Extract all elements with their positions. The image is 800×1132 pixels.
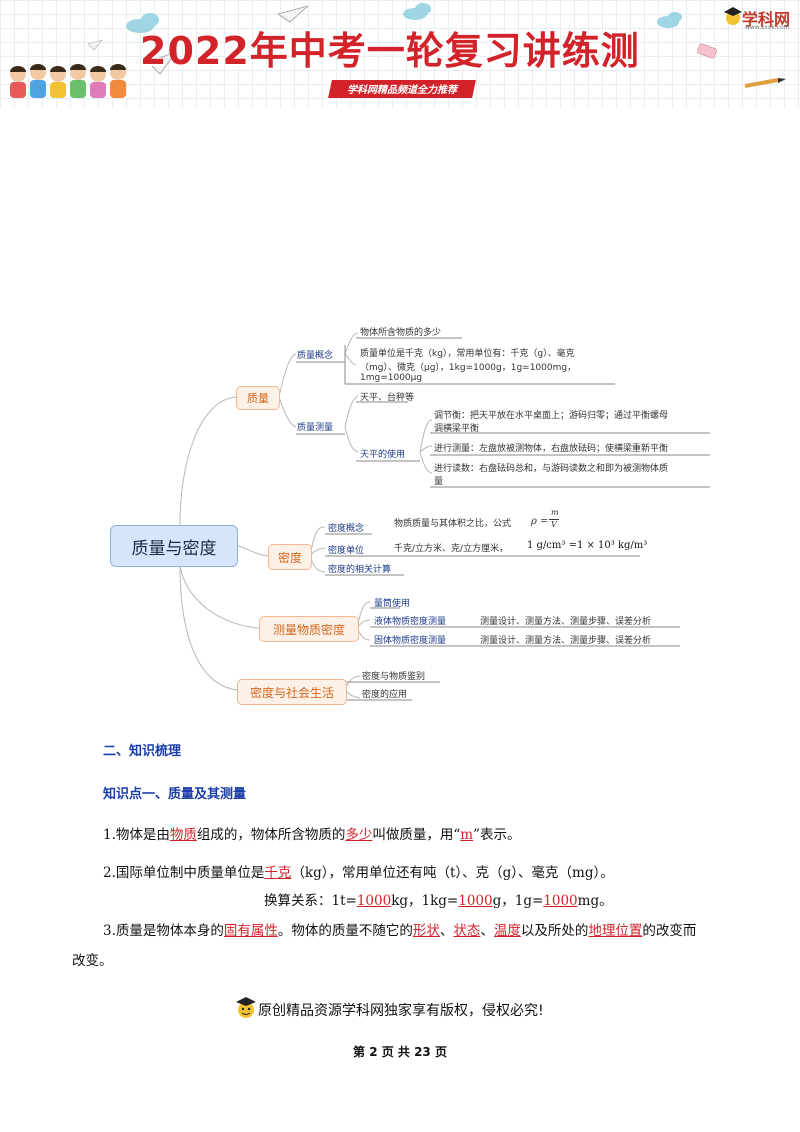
balance-use-2: 进行测量：左盘放被测物体，右盘放砝码；使横梁重新平衡 [434,444,669,454]
balance-use-1a: 调节衡：把天平放在水平桌面上；游码归零；通过平衡螺母 [434,411,669,421]
density-concept: 物质质量与其体积之比，公式 [394,519,512,529]
p4-text-a: 3.质量是物体本身的 [103,923,224,939]
density-formula-numerator: m [551,508,559,517]
balance-use-3b: 量 [434,477,444,487]
mass-concept-1: 物体所含物质的多少 [360,328,442,338]
p3-text-g: mg。 [577,893,613,909]
p4-answer-temperature: 温度 [493,923,521,939]
paragraph-3-continued: 改变。 [72,953,113,969]
p3-answer-1: 1000 [356,893,392,909]
p3-text-c: kg，1kg= [391,893,459,909]
density-calc-label: 密度的相关计算 [328,565,392,575]
paragraph-conversion: 换算关系：1t=1000kg，1kg=1000g，1g=1000mg。 [264,889,613,909]
density-units: 千克/立方米、克/立方厘米， [394,544,509,554]
mindmap-node-mass: 质量 [236,386,280,410]
p4-text-c: 。物体的质量不随它的 [277,923,413,939]
section-heading: 二、知识梳理 [103,744,182,759]
paragraph-3: 3.质量是物体本身的固有属性。物体的质量不随它的形状、状态、温度以及所处的地理位… [103,919,696,939]
subtitle-text: 学科网精品频道全力推荐 [347,85,457,96]
p3-text-a: 换算关系：1t= [264,893,357,909]
density-formula-bar [549,519,559,520]
p1-text-a: 1.物体是由 [103,827,170,843]
mascot-icon [236,997,256,1018]
measure-item-liquid-detail: 测量设计、测量方法、测量步骤、误差分析 [480,617,652,627]
mass-concept-2a: 质量单位是千克（kg），常用单位有：千克（g）、毫克 [360,349,575,359]
document-title: 2022年中考一轮复习讲练测 [140,29,640,73]
site-logo-url: www.zxxk.com [745,24,790,31]
density-unit-label: 密度单位 [328,546,365,556]
site-logo: 学科网 [742,10,791,29]
mindmap-node-density: 密度 [268,544,312,570]
p1-answer-matter: 物质 [169,827,197,843]
copyright-notice: 原创精品资源学科网独家享有版权，侵权必究! [258,1003,544,1019]
p4-text-k: 的改变而 [642,923,697,939]
knowledge-point-heading: 知识点一、质量及其测量 [103,787,247,802]
p3-answer-3: 1000 [543,893,578,909]
p2-answer-kilogram: 千克 [264,865,292,881]
mindmap-connectors [179,332,710,701]
balance-use-1b: 调横梁平衡 [434,424,480,434]
p4-text-e: 、 [439,923,454,939]
measure-item-liquid: 液体物质密度测量 [374,617,447,627]
mindmap-node-measure-density: 测量物质密度 [259,616,359,642]
mass-measure-label: 质量测量 [297,423,334,433]
p4-answer-shape: 形状 [412,923,440,939]
mass-concept-2c: 1mg=1000μg [360,373,423,383]
balance-use-label: 天平的使用 [360,450,406,460]
p1-text-g: ”表示。 [473,827,521,843]
society-item-application: 密度的应用 [362,690,408,700]
measure-item-cylinder: 量筒使用 [374,599,411,609]
balance-use-3a: 进行读数：右盘砝码总和，与游码读数之和即为被测物体质 [434,464,669,474]
p4-text-g: 、 [480,923,494,939]
banner-decoration [10,3,786,98]
p4-text-i: 以及所处的 [520,923,589,939]
p1-answer-symbol: m [460,827,474,843]
mass-tools: 天平、台秤等 [360,393,415,403]
p4-answer-state: 状态 [453,923,481,939]
society-item-identify: 密度与物质鉴别 [362,672,426,682]
p1-text-c: 组成的，物体所含物质的 [196,827,346,843]
paragraph-2: 2.国际单位制中质量单位是千克（kg），常用单位还有吨（t）、克（g）、毫克（m… [103,861,614,881]
p4-answer-property: 固有属性 [223,923,278,939]
mass-concept-label: 质量概念 [297,351,334,361]
density-conversion: 1 g/cm³ =1 × 10³ kg/m³ [527,540,648,551]
mindmap-node-density-society: 密度与社会生活 [237,679,347,705]
page-number: 第 2 页 共 23 页 [353,1045,447,1059]
p1-answer-amount: 多少 [345,827,373,843]
mass-concept-2b: （mg）、微克（μg），1kg=1000g，1g=1000mg， [360,363,577,373]
paragraph-1: 1.物体是由物质组成的，物体所含物质的多少叫做质量，用“m”表示。 [103,823,521,843]
density-concept-label: 密度概念 [328,524,365,534]
header-banner: 2022年中考一轮复习讲练测 学科网精品频道全力推荐 学科网 www.zxxk.… [0,0,800,108]
p3-answer-2: 1000 [458,893,493,909]
density-formula-denominator: V [551,520,557,529]
measure-item-solid-detail: 测量设计、测量方法、测量步骤、误差分析 [480,636,652,646]
mindmap-root-node: 质量与密度 [110,525,238,567]
p1-text-e: 叫做质量，用“ [372,827,461,843]
p2-text-a: 2.国际单位制中质量单位是 [103,865,265,881]
p2-text-c: （kg），常用单位还有吨（t）、克（g）、毫克（mg）。 [291,865,614,881]
measure-item-solid: 固体物质密度测量 [374,636,447,646]
p3-text-e: g，1g= [492,893,544,909]
p4-answer-location: 地理位置 [588,923,643,939]
density-formula-lhs: ρ = [531,516,549,527]
